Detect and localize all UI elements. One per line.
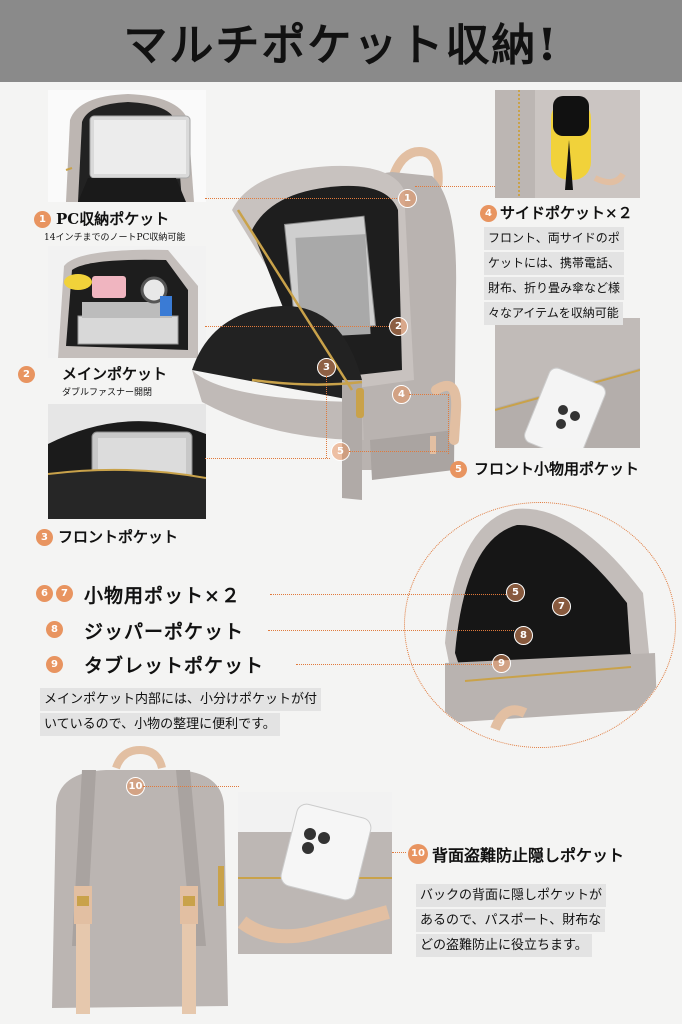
label-zipper-pocket: ジッパーポケット	[84, 621, 245, 643]
leader-5	[349, 451, 449, 452]
photo-front-pocket	[48, 404, 206, 519]
marker-7-inner: 7	[552, 597, 571, 616]
desc-side-line-4: 々なアイテムを収納可能	[484, 302, 623, 325]
badge-3: 3	[36, 529, 53, 546]
marker-5: 5	[331, 442, 350, 461]
label-small-pockets: 小物用ポット×２	[84, 585, 241, 607]
leader-5v	[448, 394, 449, 454]
desc-back-line-2: あるので、パスポート、財布な	[416, 909, 606, 932]
marker-9-inner: 9	[492, 654, 511, 673]
badge-6: 6	[36, 585, 53, 602]
badge-7: 7	[56, 585, 73, 602]
page-title: マルチポケット収納!	[123, 20, 559, 71]
marker-5-inner: 5	[506, 583, 525, 602]
marker-2: 2	[389, 317, 408, 336]
leader-8	[268, 630, 514, 631]
badge-5: 5	[450, 461, 467, 478]
desc-back-line-1: バックの背面に隠しポケットが	[416, 884, 607, 907]
page-header: マルチポケット収納!	[0, 0, 682, 82]
leader-2	[205, 326, 389, 327]
photo-pc-pocket	[48, 90, 206, 202]
leader-1	[205, 198, 397, 199]
badge-10: 10	[408, 844, 428, 864]
leader-67	[270, 594, 506, 595]
photo-main-pocket	[48, 246, 206, 358]
leader-10	[143, 786, 239, 787]
photo-side-pocket	[495, 90, 640, 198]
desc-side-line-1: フロント、両サイドのポ	[484, 227, 624, 250]
inner-note-line-1: メインポケット内部には、小分けポケットが付	[40, 688, 322, 711]
note-pc-pocket: 14インチまでのノートPC収納可能	[44, 233, 186, 243]
badge-1: 1	[34, 211, 51, 228]
desc-side-line-2: ケットには、携帯電話、	[484, 252, 625, 275]
desc-back-line-3: どの盗難防止に役立ちます。	[416, 934, 592, 957]
note-main-pocket: ダブルファスナー開閉	[62, 388, 153, 398]
leader-4	[415, 186, 495, 187]
leader-4b	[409, 394, 449, 395]
label-side-pocket: サイドポケット×２	[500, 204, 633, 222]
label-back-pocket: 背面盗難防止隠しポケット	[432, 846, 625, 865]
leader-9	[296, 664, 492, 665]
photo-back-pocket	[238, 792, 392, 954]
marker-3: 3	[317, 358, 336, 377]
leader-3	[205, 458, 330, 459]
label-main-pocket: メインポケット	[62, 365, 168, 383]
badge-4: 4	[480, 205, 497, 222]
label-front-small-pocket: フロント小物用ポケット	[474, 460, 640, 478]
inner-note-line-2: いているので、小物の整理に便利です。	[40, 713, 280, 736]
leader-10b	[392, 852, 406, 853]
label-front-pocket: フロントポケット	[58, 528, 179, 546]
inner-note: メインポケット内部には、小分けポケットが付 いているので、小物の整理に便利です。	[40, 688, 400, 736]
badge-9: 9	[46, 656, 63, 673]
badge-8: 8	[46, 621, 63, 638]
leader-3v	[326, 376, 327, 458]
marker-8-inner: 8	[514, 626, 533, 645]
desc-side-pocket: フロント、両サイドのポ ケットには、携帯電話、 財布、折り畳み傘など様 々なアイ…	[484, 227, 654, 325]
desc-back-pocket: バックの背面に隠しポケットが あるので、パスポート、財布な どの盗難防止に役立ち…	[416, 884, 678, 957]
photo-bag-back	[46, 745, 232, 1016]
photo-main-bag	[192, 140, 472, 500]
badge-2: 2	[18, 366, 35, 383]
label-pc-pocket: PC収納ポケット	[56, 210, 170, 228]
marker-1: 1	[398, 189, 417, 208]
label-tablet-pocket: タブレットポケット	[84, 655, 265, 677]
desc-side-line-3: 財布、折り畳み傘など様	[484, 277, 625, 300]
photo-front-small-pocket	[495, 318, 640, 448]
photo-inner-pockets	[404, 502, 676, 748]
